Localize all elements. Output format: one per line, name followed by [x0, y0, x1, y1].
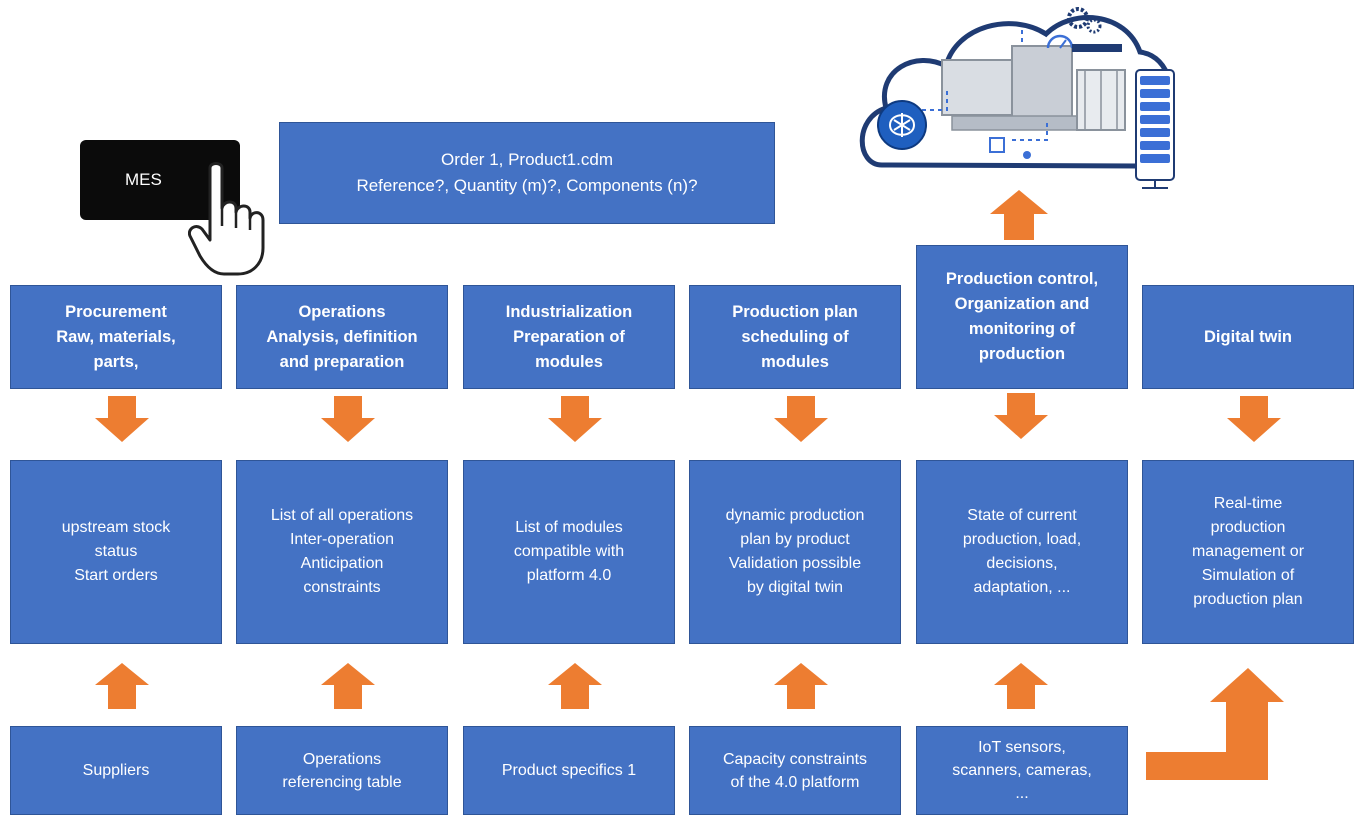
arrow-up-2	[321, 663, 375, 709]
stage-box-production-plan: Production plan scheduling of modules	[689, 285, 901, 389]
source-box-product-specifics: Product specifics 1	[463, 726, 675, 815]
arrow-up-1	[95, 663, 149, 709]
brain-icon	[877, 100, 927, 150]
order-line1: Order 1, Product1.cdm	[441, 150, 613, 169]
stage-box-operations: Operations Analysis, definition and prep…	[236, 285, 448, 389]
hand-pointer-icon	[188, 162, 265, 276]
cloud-factory-icon	[859, 7, 1175, 189]
arrow-up-to-cloud	[990, 190, 1048, 240]
arrow-up-4	[774, 663, 828, 709]
info-box-real-time: Real-time production management or Simul…	[1142, 460, 1354, 644]
info-box-operations: List of all operations Inter-operation A…	[236, 460, 448, 644]
arrow-down-6	[1227, 396, 1281, 442]
info-box-current-state: State of current production, load, decis…	[916, 460, 1128, 644]
info-box-modules: List of modules compatible with platform…	[463, 460, 675, 644]
arrow-down-1	[95, 396, 149, 442]
info-box-dynamic-plan: dynamic production plan by product Valid…	[689, 460, 901, 644]
arrow-bent-up-right	[1146, 668, 1284, 780]
stage-box-procurement: Procurement Raw, materials, parts,	[10, 285, 222, 389]
arrow-down-5	[994, 393, 1048, 439]
source-box-operations-table: Operations referencing table	[236, 726, 448, 815]
stage-box-digital-twin: Digital twin	[1142, 285, 1354, 389]
source-box-iot: IoT sensors, scanners, cameras, ...	[916, 726, 1128, 815]
server-rack-icon	[1135, 69, 1175, 189]
arrow-down-3	[548, 396, 602, 442]
gear-icon	[1067, 7, 1102, 34]
mes-label: MES	[125, 170, 162, 189]
order-box: Order 1, Product1.cdm Reference?, Quanti…	[279, 122, 775, 224]
stage-box-production-control: Production control, Organization and mon…	[916, 245, 1128, 389]
arrow-up-3	[548, 663, 602, 709]
stage-box-industrialization: Industrialization Preparation of modules	[463, 285, 675, 389]
info-box-stock: upstream stock status Start orders	[10, 460, 222, 644]
gauge-icon	[1046, 34, 1074, 49]
arrow-down-2	[321, 396, 375, 442]
source-box-capacity: Capacity constraints of the 4.0 platform	[689, 726, 901, 815]
source-box-suppliers: Suppliers	[10, 726, 222, 815]
order-line2: Reference?, Quantity (m)?, Components (n…	[356, 176, 698, 195]
arrow-down-4	[774, 396, 828, 442]
arrow-up-5	[994, 663, 1048, 709]
